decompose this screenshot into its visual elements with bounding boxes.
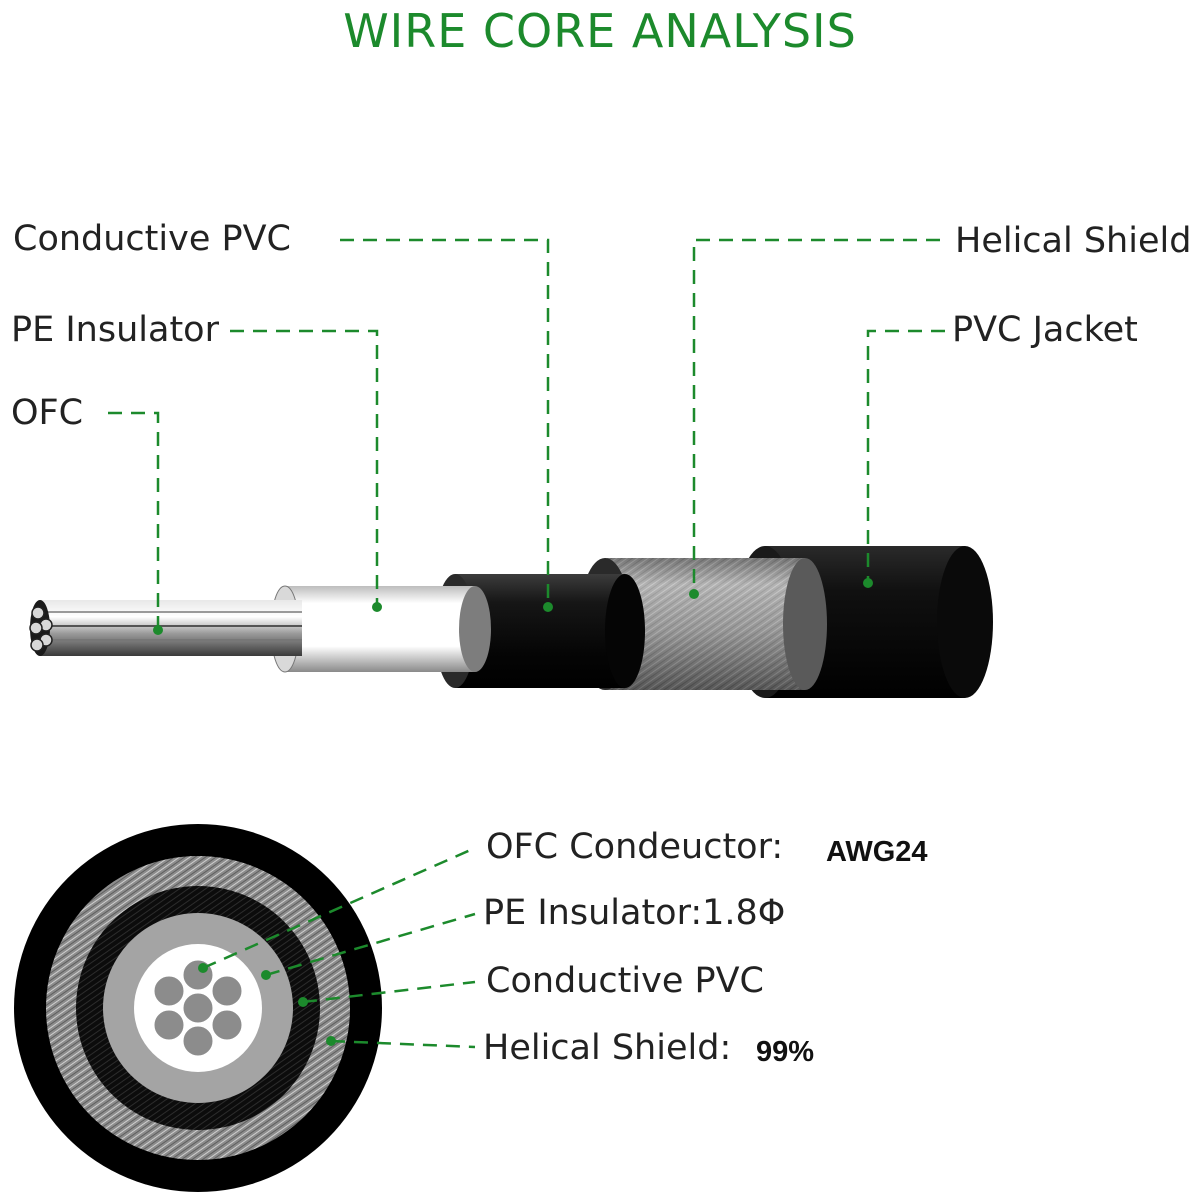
leader-ofc (108, 411, 160, 629)
label-pe-insulator-diameter: PE Insulator:1.8Φ (483, 893, 786, 933)
label-helical-shield-section: Helical Shield: (483, 1028, 732, 1068)
dot-pe-insulator (372, 602, 382, 612)
leader-conductive-pvc-section (302, 980, 476, 1004)
dot-helical-shield (689, 589, 699, 599)
value-helical-shield-coverage: 99% (756, 1036, 815, 1068)
label-conductive-pvc: Conductive PVC (13, 219, 291, 259)
section-leader-lines (202, 846, 476, 1049)
cable-cross-section (14, 824, 382, 1192)
side-leader-lines (108, 238, 945, 629)
ofc-strands-section (151, 957, 245, 1059)
leader-helical-shield (692, 238, 940, 594)
pe-insulator-segment (270, 585, 491, 673)
page-title: WIRE CORE ANALYSIS (343, 4, 857, 58)
leader-conductive-pvc (340, 238, 550, 606)
leader-ofc-conductor (202, 846, 476, 970)
label-ofc-conductor: OFC Condeuctor: (486, 827, 784, 867)
cable-side-view (29, 546, 993, 698)
dot-ofc (153, 625, 163, 635)
side-leader-dots (153, 578, 873, 635)
dot-conductive-pvc (543, 602, 553, 612)
label-pvc-jacket: PVC Jacket (952, 310, 1138, 350)
leader-helical-shield-section (330, 1039, 476, 1049)
ofc-strands-segment (29, 600, 302, 656)
leader-pe-insulator (230, 329, 379, 606)
leader-pe-insulator-section (265, 912, 476, 977)
dot-pvc-jacket (863, 578, 873, 588)
value-ofc-conductor: AWG24 (826, 836, 928, 868)
label-helical-shield: Helical Shield (955, 221, 1192, 261)
label-pe-insulator: PE Insulator (11, 310, 219, 350)
leader-pvc-jacket (866, 329, 945, 582)
label-ofc: OFC (11, 393, 84, 433)
label-conductive-pvc-section: Conductive PVC (486, 961, 764, 1001)
section-leader-dots (198, 963, 336, 1046)
